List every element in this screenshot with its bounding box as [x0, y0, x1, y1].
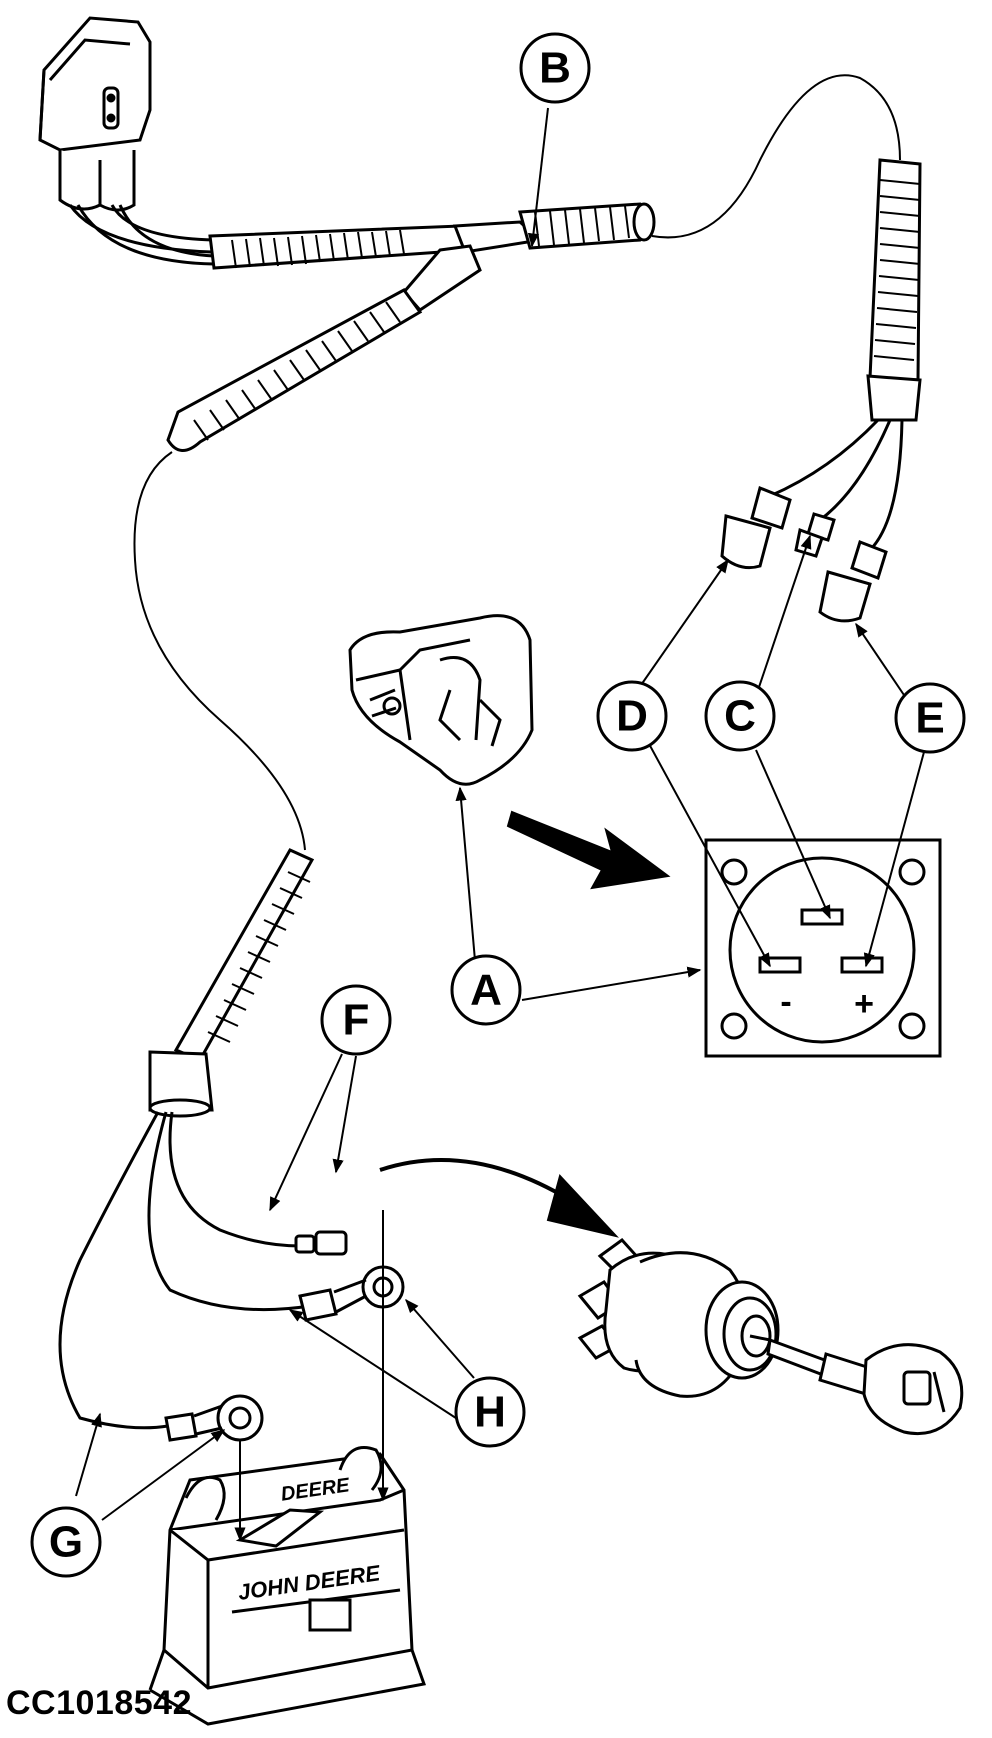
- positive-terminal-label: +: [854, 985, 874, 1023]
- ignition-connect-arrowhead: [546, 1174, 619, 1238]
- block-leads: [68, 204, 215, 266]
- negative-terminal-label: -: [780, 983, 791, 1021]
- battery-guide-lines: [234, 1210, 389, 1542]
- callout-d: D: [596, 680, 668, 752]
- callout-b-label: B: [539, 44, 571, 93]
- callout-b: B: [519, 32, 591, 104]
- right-branch-harness: [866, 158, 922, 422]
- upper-harness: [208, 202, 656, 270]
- callout-g: G: [30, 1506, 102, 1578]
- callout-e: E: [894, 682, 966, 754]
- callout-h-label: H: [474, 1388, 506, 1437]
- callout-d-label: D: [616, 692, 648, 741]
- diagonal-harness: [166, 244, 482, 452]
- d-connector: [720, 485, 792, 570]
- callout-c-label: C: [724, 692, 756, 741]
- callout-e-label: E: [915, 694, 944, 743]
- callout-c: C: [704, 680, 776, 752]
- callout-leaders: [75, 107, 925, 1521]
- view-direction-arrow: [506, 810, 671, 890]
- terminal-c-slot: [800, 908, 844, 926]
- connector-end-view: [704, 838, 942, 1058]
- main-long-wire: [133, 451, 306, 851]
- relay-connector-block: [38, 16, 152, 212]
- lower-harness-leads: [58, 1111, 311, 1430]
- terminal-e-slot: [840, 956, 884, 974]
- lower-harness: [148, 848, 315, 1118]
- ignition-key: [766, 1337, 964, 1436]
- f-spade-terminal: [294, 1230, 348, 1256]
- switch-housing: [348, 614, 534, 786]
- e-connector: [818, 540, 888, 623]
- right-branch-leads: [769, 418, 904, 552]
- ignition-connect-arrow: [379, 1158, 572, 1202]
- callout-f-label: F: [343, 996, 370, 1045]
- ignition-switch: [577, 1237, 780, 1398]
- overhead-wire: [651, 74, 901, 239]
- c-connector: [794, 512, 836, 558]
- callout-a-label: A: [470, 966, 502, 1015]
- battery: [148, 1446, 426, 1726]
- callout-a: A: [450, 954, 522, 1026]
- g-ring-terminal: [164, 1394, 264, 1442]
- h-ring-terminal: [298, 1265, 405, 1322]
- figure-code: CC1018542: [6, 1684, 192, 1722]
- callout-g-label: G: [49, 1518, 83, 1567]
- callout-f: F: [320, 984, 392, 1056]
- callout-h: H: [454, 1376, 526, 1448]
